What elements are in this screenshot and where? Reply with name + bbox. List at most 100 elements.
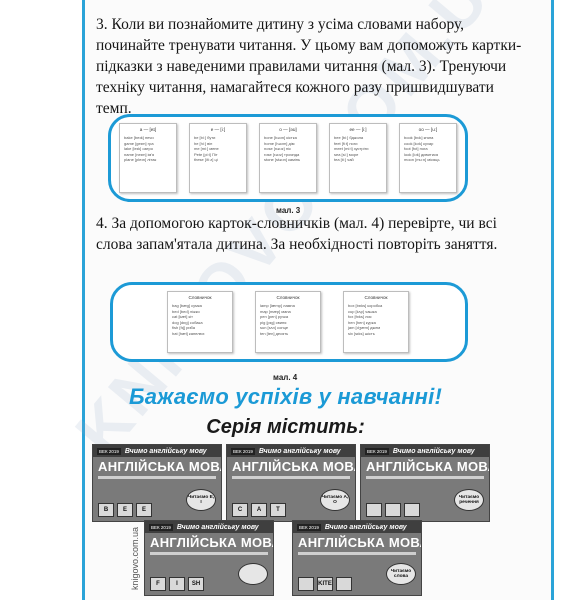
book-title: АНГЛІЙСЬКА МОВА bbox=[366, 459, 490, 474]
book-title: АНГЛІЙСЬКА МОВА bbox=[298, 535, 422, 550]
rule-card-line: lake [leɪk] озеро bbox=[124, 146, 153, 151]
figure-4-frame: Словничок bag [bæg] сумка bed [bed] ліжк… bbox=[110, 282, 468, 362]
rule-card-line: these [ðiːz] ці bbox=[194, 157, 218, 162]
rule-card-line: game [geɪm] гра bbox=[124, 140, 154, 146]
dictionary-card-line: hen [hen] курка bbox=[348, 319, 376, 325]
book-subtitle: Вчимо англійську мову bbox=[258, 447, 341, 455]
dictionary-card-line: six [sɪks] шість bbox=[348, 330, 375, 336]
instruction-paragraph-3: 3. Коли ви познайомите дитину з усіма сл… bbox=[96, 16, 522, 117]
figure-3-caption: мал. 3 bbox=[276, 206, 301, 215]
dictionary-card-line: jam [dʒæm] джем bbox=[348, 325, 381, 330]
letter-tile: A bbox=[251, 503, 267, 517]
rule-card-line: name [neɪm] ім'я bbox=[124, 151, 155, 157]
letter-tile: E bbox=[117, 503, 133, 517]
book-cover-header: ВЕК 2019 Вчимо англійську мову bbox=[145, 521, 273, 533]
book-subtitle: Вчимо англійську мову bbox=[324, 523, 407, 531]
publisher-badge: ВЕК 2019 bbox=[97, 447, 121, 455]
book-title: АНГЛІЙСЬКА МОВА bbox=[232, 459, 356, 474]
rule-card-heading: oo — [uː] bbox=[418, 127, 438, 132]
rule-card-line: home [həʊm] дім bbox=[264, 140, 295, 146]
rule-card: ee — [iː] bee [biː] бджола feet [fiːt] н… bbox=[329, 123, 387, 193]
publisher-badge: ВЕК 2019 bbox=[297, 523, 321, 531]
letter-tile: T bbox=[270, 503, 286, 517]
rule-card-line: bake [beɪk] печи bbox=[124, 135, 154, 140]
dictionary-card: Словничок lamp [læmp] лампа map [mæp] ма… bbox=[255, 291, 321, 353]
rule-card-line: bee [biː] бджола bbox=[334, 135, 364, 140]
book-strip bbox=[232, 476, 350, 479]
rule-card-heading: e — [iː] bbox=[210, 127, 226, 132]
dictionary-card-line: ten [ten] десять bbox=[260, 330, 289, 336]
dictionary-card-line: pig [pɪg] свиня bbox=[260, 319, 287, 325]
instruction-paragraph-4: 4. За допомогою карток-словничків (мал. … bbox=[96, 215, 498, 253]
book-tag: Читаємо слова bbox=[386, 563, 416, 585]
book-cover-header: ВЕК 2019 Вчимо англійську мову bbox=[361, 445, 489, 457]
rule-card-heading: o — [əʊ] bbox=[279, 127, 297, 132]
letter-tiles: B E E bbox=[98, 503, 152, 517]
rule-card-line: cook [kʊk] кухар bbox=[404, 140, 434, 146]
rule-card-heading: ee — [iː] bbox=[349, 127, 367, 132]
dictionary-card-line: cup [kʌp] чашка bbox=[348, 308, 377, 314]
rule-card-line: book [bʊk] книга bbox=[404, 135, 434, 140]
book-title: АНГЛІЙСЬКА МОВА bbox=[98, 459, 222, 474]
rule-card-line: sea [siː] море bbox=[334, 151, 359, 157]
book-title: АНГЛІЙСЬКА МОВА bbox=[150, 535, 274, 550]
book-strip bbox=[298, 552, 416, 555]
publisher-badge: ВЕК 2019 bbox=[231, 447, 255, 455]
book-cover-header: ВЕК 2019 Вчимо англійську мову bbox=[93, 445, 221, 457]
dictionary-card-line: lamp [læmp] лампа bbox=[260, 303, 295, 308]
rule-card: oo — [uː] book [bʊk] книга cook [kʊk] ку… bbox=[399, 123, 457, 193]
letter-tile bbox=[366, 503, 382, 517]
dictionary-card: Словничок bag [bæg] сумка bed [bed] ліжк… bbox=[167, 291, 233, 353]
rule-card-heading: a — [eɪ] bbox=[139, 127, 157, 132]
book-cover-header: ВЕК 2019 Вчимо англійську мову bbox=[227, 445, 355, 457]
book-tag: Читаємо A, O bbox=[320, 489, 350, 511]
dictionary-card-line: sun [sʌn] сонце bbox=[260, 325, 289, 330]
dictionary-card-line: cat [kæt] кіт bbox=[172, 314, 193, 319]
series-heading: Серія містить: bbox=[206, 416, 365, 438]
figure-3-frame: a — [eɪ] bake [beɪk] печи game [geɪm] гр… bbox=[108, 114, 468, 202]
letter-tile: C bbox=[232, 503, 248, 517]
book-subtitle: Вчимо англійську мову bbox=[124, 447, 207, 455]
rule-card-line: Pete [piːt] Піт bbox=[194, 151, 218, 157]
book-tag: Читаємо речення bbox=[454, 489, 484, 511]
letter-tile: SH bbox=[188, 577, 204, 591]
rule-card-line: plane [pleɪn] літак bbox=[124, 157, 157, 162]
dictionary-card-line: pen [pen] ручка bbox=[260, 314, 289, 319]
book-cover: ВЕК 2019 Вчимо англійську мову АНГЛІЙСЬК… bbox=[92, 444, 222, 522]
rule-card-line: bone [bəʊn] кістка bbox=[264, 135, 297, 140]
rule-card-line: tea [tiː] чай bbox=[334, 157, 354, 162]
book-strip bbox=[150, 552, 268, 555]
letter-tile: F bbox=[150, 577, 166, 591]
book-tag bbox=[238, 563, 268, 585]
rule-card: a — [eɪ] bake [beɪk] печи game [geɪm] гр… bbox=[119, 123, 177, 193]
rule-card: o — [əʊ] bone [bəʊn] кістка home [həʊm] … bbox=[259, 123, 317, 193]
book-strip bbox=[98, 476, 216, 479]
book-cover: ВЕК 2019 Вчимо англійську мову АНГЛІЙСЬК… bbox=[226, 444, 356, 522]
dictionary-card-heading: Словничок bbox=[188, 295, 212, 300]
dictionary-card-heading: Словничок bbox=[276, 295, 300, 300]
letter-tile bbox=[298, 577, 314, 591]
dictionary-card-line: fish [fɪʃ] риба bbox=[172, 325, 195, 330]
rule-card-line: feet [fiːt] ноги bbox=[334, 140, 358, 146]
letter-tiles: C A T bbox=[232, 503, 286, 517]
dictionary-card: Словничок box [bɒks] коробка cup [kʌp] ч… bbox=[343, 291, 409, 353]
dictionary-card-line: box [bɒks] коробка bbox=[348, 303, 383, 308]
rule-card-line: rose [rəʊz] троянда bbox=[264, 151, 300, 157]
letter-tiles bbox=[366, 503, 420, 517]
book-cover: ВЕК 2019 Вчимо англійську мову АНГЛІЙСЬК… bbox=[292, 520, 422, 596]
letter-tiles: F I SH bbox=[150, 577, 204, 591]
dictionary-card-line: dog [dɒg] собака bbox=[172, 319, 203, 325]
slogan-heading: Бажаємо успіхів у навчанні! bbox=[128, 384, 443, 409]
rule-card-line: foot [fʊt] нога bbox=[404, 146, 428, 151]
letter-tile: E bbox=[136, 503, 152, 517]
book-strip bbox=[366, 476, 484, 479]
rule-card-line: moon [muːn] місяць bbox=[404, 157, 440, 162]
rule-card: e — [iː] be [biː] бути he [hiː] він me [… bbox=[189, 123, 247, 193]
rule-card-line: stone [stəʊn] камінь bbox=[264, 157, 301, 162]
letter-tile: I bbox=[169, 577, 185, 591]
rule-card-line: look [lʊk] дивитися bbox=[404, 151, 439, 157]
letter-tile bbox=[336, 577, 352, 591]
rule-card-line: meet [miːt] зустріти bbox=[334, 146, 369, 151]
letter-tile: B bbox=[98, 503, 114, 517]
book-tag: Читаємо E, I bbox=[186, 489, 216, 511]
